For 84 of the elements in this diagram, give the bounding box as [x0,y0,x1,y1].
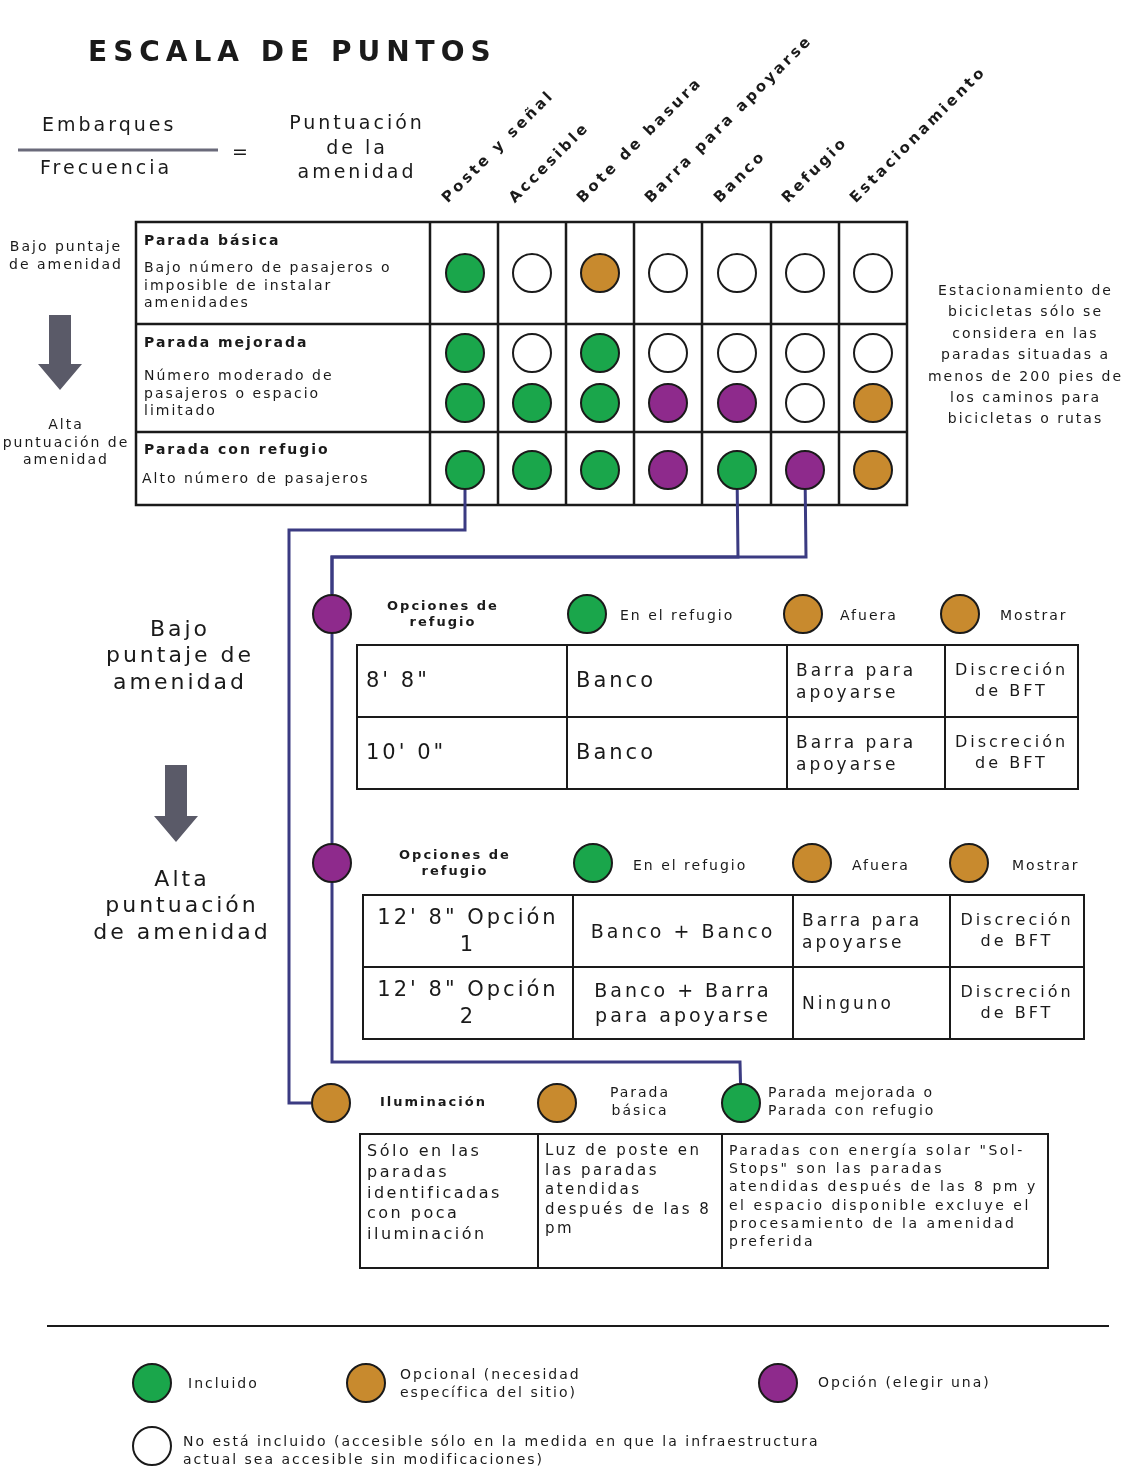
table-cell: Discreción de BFT [944,644,1079,718]
status-dot [853,383,893,423]
scale-label: Bajo puntaje de amenidad [8,238,124,273]
status-dot [648,383,688,423]
table-cell: Paradas con energía solar "Sol-Stops" son las paradas atendidas después de las 8 pm y el espacio disponible excluye el procesamiento de la amenidad preferida [721,1133,1049,1269]
status-dot [792,843,832,883]
status-dot [717,333,757,373]
table-cell: Luz de poste en las paradas atendidas después de las 8 pm [537,1133,723,1269]
legend-label: Opcional (necesidad específica del sitio) [400,1365,582,1402]
status-dot [537,1083,577,1123]
status-dot [573,843,613,883]
status-dot [312,594,352,634]
table-cell: Discreción de BFT [949,966,1085,1040]
status-dot [512,450,552,490]
table-cell: 12' 8" Opción 1 [362,894,574,968]
option-label: Opciones de refugio [398,847,512,880]
status-dot [853,253,893,293]
status-dot [445,253,485,293]
option-label: Afuera [852,857,911,875]
row-description: Bajo número de pasajeros o imposible de instalar amenidades [144,259,393,312]
status-dot [648,333,688,373]
table-cell: 12' 8" Opción 2 [362,966,574,1040]
status-dot [445,450,485,490]
status-dot [940,594,980,634]
legend-label: No está incluido (accesible sólo en la medida en que la infraestructura actual sea accesible sin modificaciones) [183,1432,821,1468]
scale-label: Alta puntuación de amenidad [2,416,130,469]
note-text: Estacionamiento de bicicletas sólo se considera en las paradas situadas a menos de 200 pies de los caminos para bicicletas o rutas [926,281,1125,429]
status-dot [717,450,757,490]
status-dot [512,383,552,423]
status-dot [853,450,893,490]
option-label: Afuera [840,607,899,625]
row-description: Alto número de pasajeros [142,470,371,488]
connector-line [287,490,467,1105]
status-dot [580,383,620,423]
status-dot [445,383,485,423]
legend-label: Incluido [188,1374,260,1393]
title: ESCALA DE PUNTOS [88,34,497,69]
status-dot [311,1083,351,1123]
status-dot [785,253,825,293]
option-label: En el refugio [633,857,749,875]
row-heading: Parada con refugio [144,441,331,459]
status-dot [580,450,620,490]
table-cell: Discreción de BFT [944,716,1079,790]
legend-label: Opción (elegir una) [818,1373,992,1392]
status-dot [783,594,823,634]
option-label: En el refugio [620,607,736,625]
formula-text: Puntuación de la amenidad [288,110,426,185]
option-label: Iluminación [380,1094,488,1111]
status-dot [445,333,485,373]
option-label: Mostrar [1012,857,1081,875]
scale-label: Alta puntuación de amenidad [92,866,272,946]
table-cell: Sólo en las paradas identificadas con poca iluminación [359,1133,539,1269]
status-dot [567,594,607,634]
scale-label: Bajo puntaje de amenidad [104,616,256,696]
status-dot [717,253,757,293]
formula-text: Embarques [42,113,178,137]
table-cell: Discreción de BFT [949,894,1085,968]
status-dot [648,253,688,293]
status-dot [512,333,552,373]
status-dot [949,843,989,883]
table-cell: 10' 0" [356,716,568,790]
formula-text: = [232,140,251,164]
row-heading: Parada mejorada [144,334,310,352]
connector-line [330,634,334,843]
status-dot [512,253,552,293]
table-cell: 8' 8" [356,644,568,718]
option-label: Parada mejorada o Parada con refugio [768,1084,937,1119]
status-dot [785,333,825,373]
row-heading: Parada básica [144,232,282,250]
status-dot [648,450,688,490]
status-dot [580,253,620,293]
status-dot [721,1083,761,1123]
formula-text: Frecuencia [40,156,174,180]
status-dot [785,450,825,490]
status-dot [312,843,352,883]
connector-line [330,883,742,1084]
status-dot [853,333,893,373]
option-label: Opciones de refugio [386,598,500,631]
row-description: Número moderado de pasajeros o espacio limitado [144,367,335,420]
status-dot [785,383,825,423]
option-label: Parada básica [608,1084,672,1119]
option-label: Mostrar [1000,607,1069,625]
status-dot [580,333,620,373]
status-dot [717,383,757,423]
